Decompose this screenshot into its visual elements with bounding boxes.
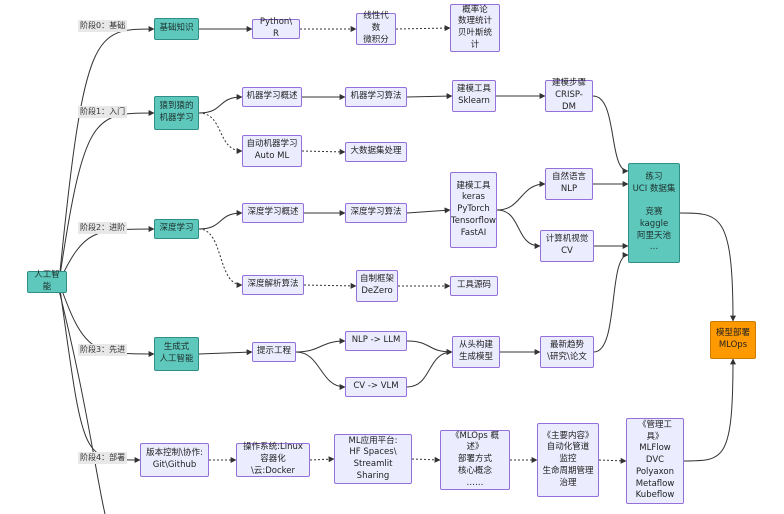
edge-os-mlapp bbox=[309, 456, 335, 463]
node-pr: 概率论 数理统计 贝叶斯统计 bbox=[450, 4, 500, 52]
node-py: Python\ R bbox=[252, 17, 300, 39]
node-cv: 计算机视觉 CV bbox=[540, 230, 594, 262]
edge-s3-prompt bbox=[198, 349, 253, 356]
node-s0: 基础知识 bbox=[154, 18, 199, 40]
node-bigd: 大数据集处理 bbox=[345, 142, 407, 162]
node-scratch: 从头构建 生成模型 bbox=[452, 336, 500, 368]
node-la: 线性代数 微积分 bbox=[356, 11, 396, 45]
node-git: 版本控制\协作: Git\Github bbox=[140, 443, 209, 477]
stage-label-l2: 阶段2：进阶 bbox=[78, 222, 128, 234]
edge-root-s0 bbox=[58, 26, 155, 283]
node-mlo: 机器学习概述 bbox=[242, 87, 302, 107]
edge-dla-dlt bbox=[406, 207, 451, 214]
edge-dlt-cv bbox=[496, 209, 541, 249]
edge-trend-prac bbox=[593, 252, 629, 353]
node-tool: 工具源码 bbox=[450, 276, 498, 296]
node-mlops: 《MLOps 概述》 部署方式 核心概念 …… bbox=[440, 430, 510, 490]
edge-prac-deploy bbox=[679, 212, 736, 322]
edge-s1-auto bbox=[198, 112, 243, 154]
node-mgmt: 《管理工具》 MLFlow DVC Polyaxon Metaflow Kube… bbox=[626, 418, 684, 504]
node-dlp: 深度解析算法 bbox=[242, 275, 304, 295]
edge-prompt-nlpllm bbox=[295, 338, 346, 353]
edge-root-s2 bbox=[58, 226, 155, 283]
node-cvvlm: CV -> VLM bbox=[345, 377, 407, 397]
edge-dlt-nlp bbox=[496, 181, 546, 211]
edge-root-offscreen bbox=[56, 281, 106, 514]
edge-main-mgmt bbox=[598, 457, 627, 464]
node-s2: 深度学习 bbox=[154, 219, 199, 239]
node-mlapp: ML应用平台: HF Spaces\ Streamlit Sharing bbox=[334, 434, 412, 484]
node-auto: 自动机器学习 Auto ML bbox=[242, 135, 302, 167]
edge-dlp-dez bbox=[303, 282, 357, 289]
node-deploy: 模型部署 MLOps bbox=[710, 321, 756, 359]
edge-mla-skl bbox=[406, 93, 453, 100]
node-dlo: 深度学习概述 bbox=[242, 203, 304, 223]
node-nlp: 自然语言 NLP bbox=[545, 168, 593, 200]
node-crisp: 建模步骤 CRISP-DM bbox=[545, 78, 593, 112]
edge-mlapp-mlops bbox=[411, 456, 441, 463]
edge-mgmt-deploy bbox=[683, 358, 736, 462]
edge-nlpllm-scratch bbox=[406, 340, 453, 355]
edge-root-git bbox=[58, 281, 141, 463]
root-node: 人工智能 bbox=[27, 270, 67, 293]
node-s3: 生成式 人工智能 bbox=[154, 337, 199, 371]
node-s1: 猿到猿的 机器学习 bbox=[154, 96, 199, 130]
stage-label-l1: 阶段1：入门 bbox=[78, 106, 128, 118]
edge-s2-dlp bbox=[198, 228, 243, 288]
node-trend: 最新趋势 \研究\论文 bbox=[540, 336, 594, 368]
node-dez: 自制框架 DeZero bbox=[356, 270, 398, 302]
node-mla: 机器学习算法 bbox=[345, 87, 407, 107]
node-dlt: 建模工具 keras PyTorch Tensorflow FastAI bbox=[450, 172, 497, 248]
node-nlpllm: NLP -> LLM bbox=[345, 331, 407, 351]
node-main: 《主要内容》 自动化管道 监控 生命周期管理 治理 bbox=[537, 423, 599, 497]
stage-label-l3: 阶段3：先进 bbox=[78, 344, 128, 356]
stage-label-l0: 阶段0：基础 bbox=[78, 20, 128, 32]
edge-s1-mlo bbox=[198, 94, 243, 114]
node-prompt: 提示工程 bbox=[252, 342, 296, 362]
edge-prompt-cvvlm bbox=[295, 351, 346, 390]
node-prac: 练习 UCI 数据集 竞赛 kaggle 阿里天池 … bbox=[628, 163, 680, 263]
edge-crisp-prac bbox=[592, 95, 629, 174]
node-skl: 建模工具 Sklearn bbox=[452, 80, 496, 112]
edge-s2-dlo bbox=[198, 210, 243, 230]
edge-root-s1 bbox=[58, 110, 155, 283]
edge-auto-bigd bbox=[301, 148, 346, 155]
edge-la-pr bbox=[395, 25, 451, 32]
node-os: 操作系统:Linux 容器化\云:Docker bbox=[236, 442, 310, 477]
node-dla: 深度学习算法 bbox=[345, 203, 407, 223]
edge-cvvlm-scratch bbox=[406, 349, 453, 388]
stage-label-l4: 阶段4：部署 bbox=[78, 452, 128, 464]
